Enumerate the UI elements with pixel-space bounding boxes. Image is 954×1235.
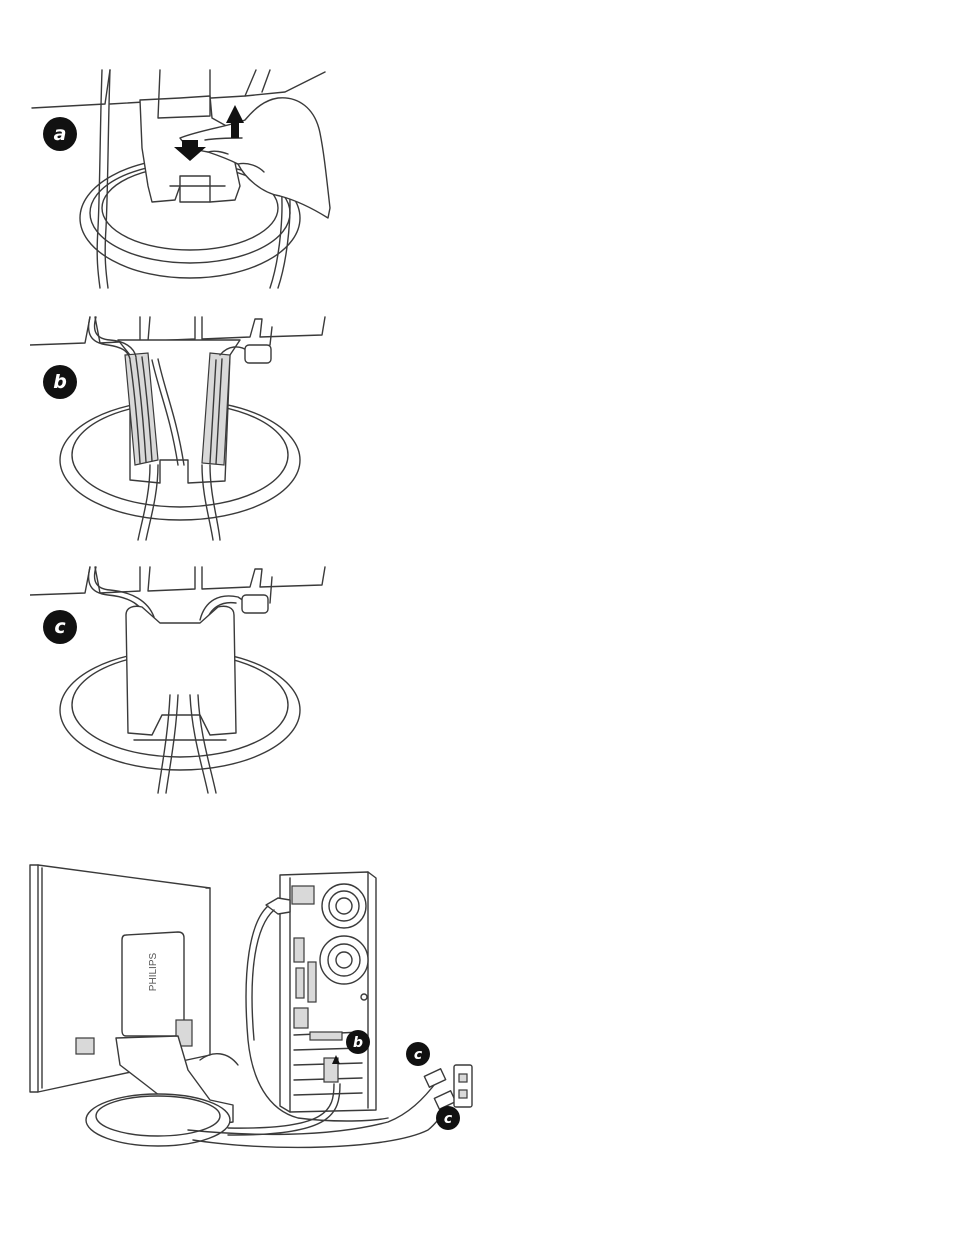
badge-a-label: a — [54, 123, 67, 145]
figure-b-cables-in-holders: b — [30, 315, 330, 543]
figure-a-cable-cover-removal: a — [30, 68, 335, 290]
monitor-logo-text: PHILIPS — [148, 953, 159, 992]
badge-plug-c1-label: c — [414, 1047, 423, 1063]
badge-plug-c2-label: c — [444, 1111, 453, 1127]
badge-c-label: c — [54, 616, 66, 638]
connection-diagram: PHILIPS — [28, 860, 478, 1160]
badge-b-label: b — [53, 371, 67, 393]
badge-pc-port-b-label: b — [353, 1035, 363, 1051]
figure-c-cover-attached: c — [30, 565, 330, 797]
